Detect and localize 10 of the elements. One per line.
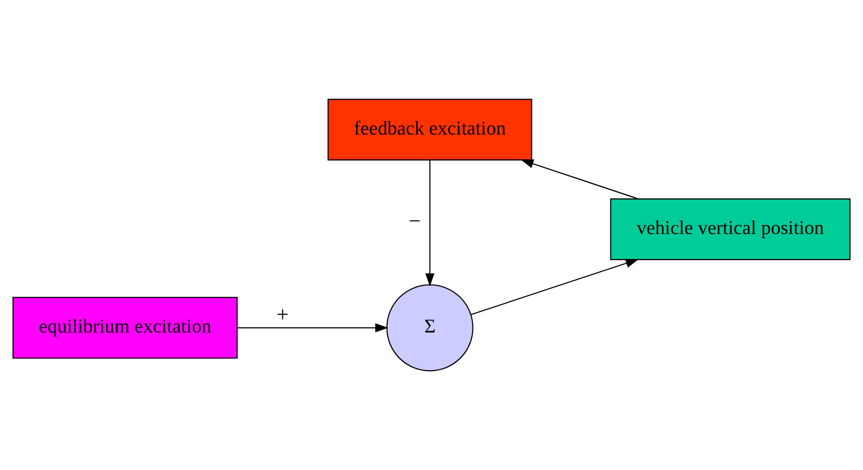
node-circle: Σ — [386, 284, 474, 372]
node-box: feedback excitation — [328, 98, 532, 160]
arrow — [470, 258, 639, 316]
node-box: equilibrium excitation — [12, 296, 238, 359]
arrow — [520, 159, 638, 200]
edge-label: + — [276, 302, 289, 326]
arrow — [238, 323, 388, 332]
edge-label: − — [408, 208, 421, 233]
node-box: vehicle vertical position — [610, 198, 851, 260]
arrow — [425, 160, 434, 286]
